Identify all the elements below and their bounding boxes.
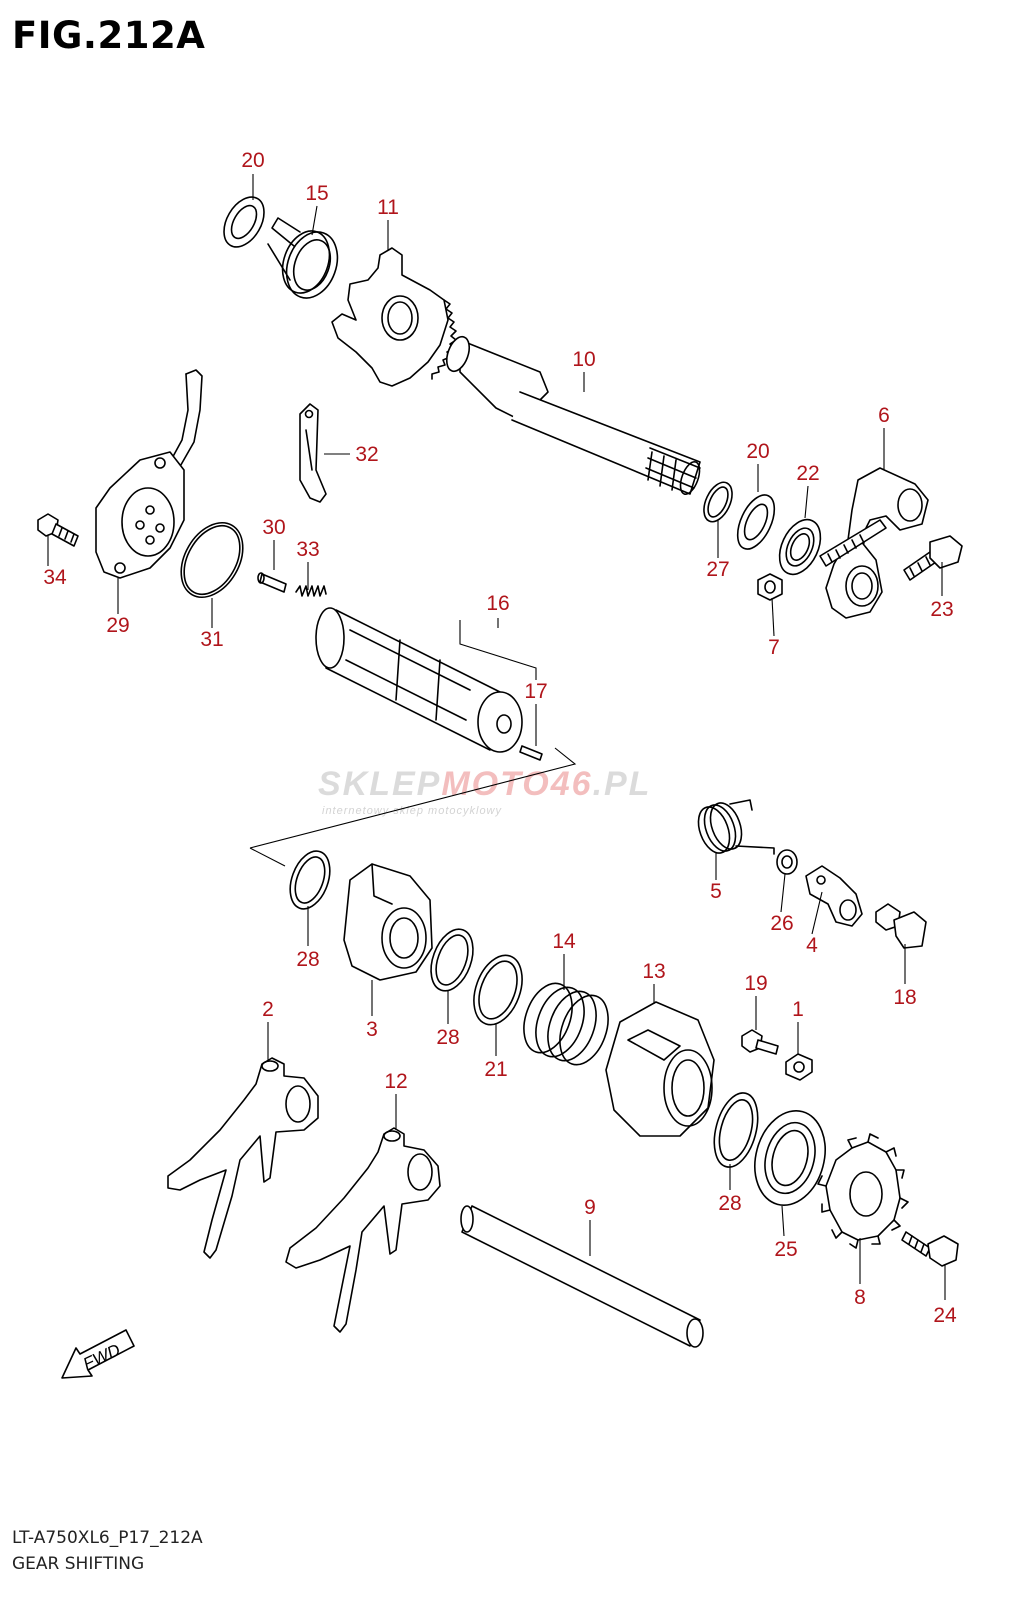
part-circlip-28-lower <box>713 1092 759 1168</box>
part-shift-arm-11 <box>331 247 457 387</box>
callout-22: 22 <box>796 462 819 485</box>
callout-19: 19 <box>744 972 767 995</box>
part-nut-7 <box>757 573 783 601</box>
callout-18: 18 <box>893 986 916 1009</box>
part-screw-34 <box>37 513 79 547</box>
part-washer-20-top <box>223 196 265 248</box>
fwd-arrow-icon: FWD <box>61 1329 135 1379</box>
callout-1: 1 <box>792 998 804 1021</box>
callout-6: 6 <box>878 404 890 427</box>
part-stopper-4 <box>805 865 863 927</box>
leader-lines <box>47 174 946 1300</box>
part-nut-1 <box>785 1053 813 1081</box>
callout-4: 4 <box>806 934 818 957</box>
part-o-ring-31 <box>180 522 244 598</box>
part-circlip-28-middle <box>430 928 474 992</box>
callout-31: 31 <box>200 628 223 651</box>
part-spring-14 <box>523 982 609 1066</box>
callout-labels: 20 15 11 10 6 20 22 32 30 33 34 29 31 27… <box>43 149 957 1327</box>
part-shift-shaft-10 <box>445 335 701 496</box>
callout-23: 23 <box>930 598 953 621</box>
callout-30: 30 <box>262 516 285 539</box>
part-shift-lever-6 <box>819 467 929 619</box>
part-shift-fork-12 <box>285 1127 441 1333</box>
callout-3: 3 <box>366 1018 378 1041</box>
part-cam-13 <box>605 1001 715 1137</box>
part-fork-shaft-9 <box>460 1205 704 1348</box>
part-oil-seal-22 <box>778 518 822 576</box>
callout-7: 7 <box>768 636 780 659</box>
callout-28-lower: 28 <box>718 1192 741 1215</box>
part-pin-30 <box>257 572 287 593</box>
part-spring-5 <box>697 799 775 855</box>
part-circlip-28-upper <box>289 850 331 910</box>
callout-25: 25 <box>774 1238 797 1261</box>
callout-15: 15 <box>305 182 328 205</box>
callout-20-top: 20 <box>241 149 264 172</box>
model-code: LT-A750XL6_P17_212A <box>12 1528 203 1548</box>
callout-16: 16 <box>486 592 509 615</box>
watermark-text-1: SKLEP <box>318 765 441 803</box>
part-sensor-cover-29 <box>95 369 203 579</box>
callout-20-right: 20 <box>746 440 769 463</box>
callout-32: 32 <box>355 443 378 466</box>
callout-34: 34 <box>43 566 67 589</box>
watermark-text-2: MOTO <box>441 765 550 803</box>
part-bolt-24 <box>901 1231 959 1267</box>
callout-9: 9 <box>584 1196 596 1219</box>
callout-2: 2 <box>262 998 274 1021</box>
part-bolt-23 <box>903 535 963 581</box>
callout-29: 29 <box>106 614 129 637</box>
callout-24: 24 <box>933 1304 957 1327</box>
callout-14: 14 <box>552 930 576 953</box>
part-bearing-25 <box>754 1110 826 1206</box>
part-shift-drum-16 <box>315 607 523 753</box>
part-washer-20-right <box>736 494 776 550</box>
watermark-text-4: .PL <box>593 765 652 803</box>
callout-21: 21 <box>484 1058 507 1081</box>
part-washer-21 <box>473 954 523 1026</box>
callout-11: 11 <box>377 196 399 219</box>
part-gear-8 <box>817 1133 909 1249</box>
watermark-text-3: 46 <box>550 765 593 803</box>
watermark: SKLEPMOTO46.PL internetowy sklep motocyk… <box>318 765 651 817</box>
figure-title: FIG.212A <box>12 14 206 57</box>
part-spring-15 <box>267 217 339 299</box>
callout-28-middle: 28 <box>436 1026 459 1049</box>
callout-12: 12 <box>384 1070 407 1093</box>
part-washer-26 <box>776 849 798 875</box>
assembly-reference-lines <box>249 747 577 867</box>
callout-13: 13 <box>642 960 665 983</box>
part-spring-33 <box>295 585 327 597</box>
callout-5: 5 <box>710 880 722 903</box>
callout-27: 27 <box>706 558 729 581</box>
callout-26: 26 <box>770 912 793 935</box>
part-shift-fork-2 <box>167 1057 319 1259</box>
callout-8: 8 <box>854 1286 866 1309</box>
part-pin-17 <box>519 745 543 761</box>
callout-10: 10 <box>572 348 595 371</box>
callout-33: 33 <box>296 538 319 561</box>
part-circlip-27 <box>703 481 733 523</box>
svg-text:SKLEPMOTO46.PL: SKLEPMOTO46.PL <box>318 765 651 803</box>
watermark-tagline: internetowy sklep motocyklowy <box>322 805 503 817</box>
part-clip-32 <box>299 403 327 503</box>
part-bolt-19 <box>741 1029 779 1055</box>
callout-28-upper: 28 <box>296 948 319 971</box>
callout-17: 17 <box>524 680 547 703</box>
part-cam-3 <box>343 863 433 981</box>
part-bolt-18 <box>875 903 927 949</box>
figure-caption: GEAR SHIFTING <box>12 1554 145 1574</box>
